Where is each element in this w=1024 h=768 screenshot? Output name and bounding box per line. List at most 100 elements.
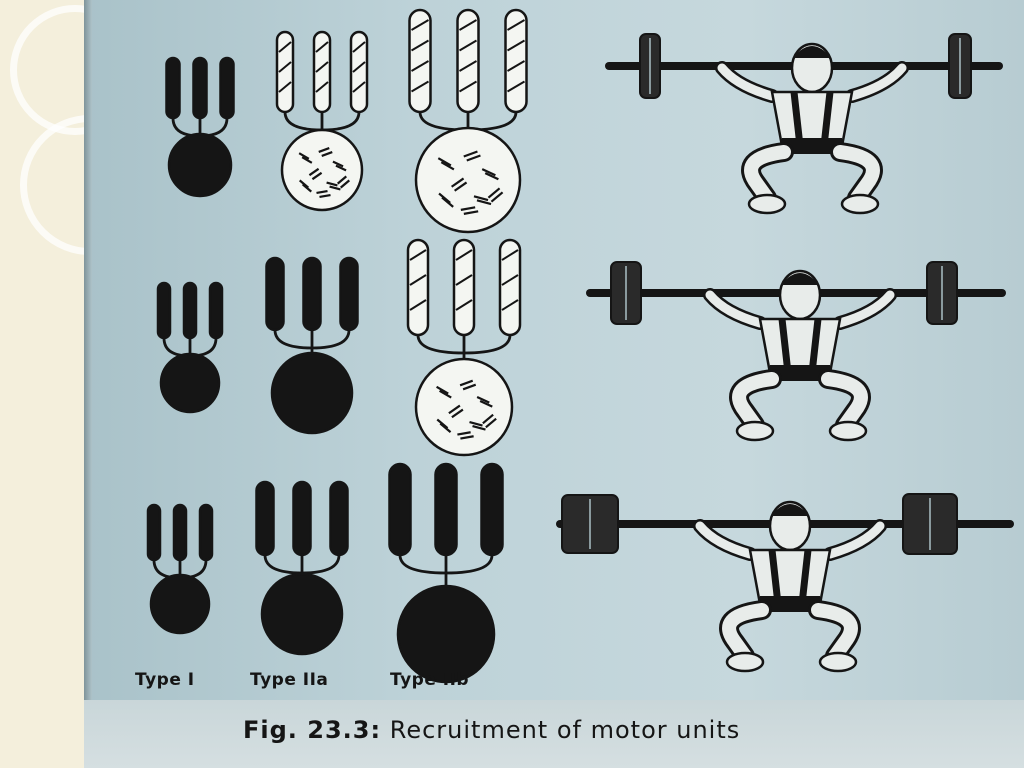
- lifter-belt: [770, 365, 830, 381]
- muscle-fiber: [504, 8, 528, 114]
- motor-neuron-soma: [167, 132, 233, 198]
- muscle-fiber: [172, 503, 188, 562]
- lifter-arms-fill: [705, 290, 895, 328]
- soma-mark: [476, 199, 492, 206]
- fiber-stripe: [410, 39, 430, 52]
- soma-mark: [487, 187, 501, 199]
- soma-mark: [298, 152, 310, 160]
- book-page-edge: [84, 0, 92, 768]
- motor-unit-light-load-type-IIb: [408, 8, 528, 234]
- soma-mark: [439, 389, 452, 399]
- lifter-legs-fill: [722, 603, 858, 663]
- soma-mark: [335, 164, 347, 172]
- axon-branch: [398, 554, 494, 586]
- lifter-arms-fill: [695, 521, 885, 559]
- muscle-fiber: [452, 238, 476, 337]
- soma-mark: [301, 156, 313, 164]
- muscle-fiber: [192, 56, 208, 120]
- figure-photo: [84, 0, 1024, 768]
- soma-mark: [332, 160, 344, 168]
- muscle-fiber: [480, 462, 504, 557]
- weightlifter-3: [556, 493, 1014, 673]
- muscle-fiber: [388, 462, 412, 557]
- soma-mark: [454, 181, 468, 192]
- soma-mark: [482, 413, 494, 425]
- soma-mark: [311, 171, 323, 181]
- lifter-shoe-left: [735, 420, 775, 442]
- fiber-stripe: [455, 249, 473, 261]
- weightlifter-2: [586, 261, 1006, 442]
- soma-mark: [469, 420, 483, 427]
- lifter-singlet: [790, 91, 834, 147]
- lifter-hair: [771, 504, 809, 516]
- motor-neuron-soma: [260, 572, 344, 656]
- motor-neuron-soma: [414, 357, 514, 457]
- soma-mark: [485, 417, 497, 429]
- soma-mark: [337, 175, 347, 185]
- soma-mark: [302, 183, 312, 193]
- lifter-shoe-right: [828, 420, 868, 442]
- fiber-stripe: [458, 80, 478, 93]
- soma-mark: [436, 385, 449, 395]
- lifter-belt: [782, 138, 842, 154]
- figure-caption: Fig. 23.3: Recruitment of motor units: [243, 716, 740, 744]
- lifter-singlet: [778, 318, 822, 374]
- motor-neuron-soma: [149, 573, 211, 635]
- muscle-fiber: [292, 480, 312, 557]
- motor-unit-light-load-type-I: [165, 56, 235, 198]
- axon-branch: [283, 111, 361, 132]
- soma-mark: [490, 191, 504, 203]
- muscle-fiber: [182, 281, 198, 340]
- motor-unit-moderate-load-type-IIb: [406, 238, 522, 457]
- motor-unit-heavy-load-type-I: [146, 503, 214, 635]
- lifter-hair: [781, 273, 819, 285]
- soma-mark: [437, 157, 452, 167]
- muscle-fiber: [156, 281, 172, 340]
- soma-mark: [457, 431, 471, 436]
- soma-mark: [441, 196, 454, 208]
- fiber-stripe: [278, 61, 292, 73]
- fiber-stripe: [410, 60, 430, 72]
- fiber-stripe: [352, 81, 366, 93]
- fiber-stripe: [506, 39, 526, 52]
- caption-band: [84, 700, 1024, 768]
- soma-mark: [321, 151, 333, 157]
- label-type-I: Type I: [135, 670, 195, 690]
- muscle-fiber: [312, 30, 332, 114]
- soma-mark: [308, 167, 320, 177]
- axon-branch: [273, 329, 351, 353]
- soma-mark: [438, 192, 451, 204]
- lifter-shoe-right: [840, 193, 880, 215]
- axon-branch: [416, 334, 512, 359]
- lifter-arms-fill: [717, 63, 907, 101]
- soma-mark: [439, 422, 452, 433]
- fiber-stripe: [501, 274, 519, 286]
- fiber-stripe: [409, 249, 427, 261]
- soma-mark: [476, 395, 490, 404]
- motor-neuron-soma: [270, 351, 354, 435]
- muscle-fiber: [434, 462, 458, 557]
- fiber-stripe: [506, 60, 526, 72]
- fiber-stripe: [315, 61, 329, 73]
- motor-unit-heavy-load-type-IIa: [255, 480, 349, 656]
- soma-mark: [319, 193, 331, 199]
- soma-mark: [463, 210, 479, 215]
- soma-mark: [466, 154, 481, 162]
- soma-mark: [451, 408, 464, 419]
- motor-neuron-soma: [396, 584, 496, 684]
- fiber-stripe: [455, 274, 473, 286]
- fiber-stripe: [410, 19, 430, 31]
- fiber-stripe: [278, 41, 292, 53]
- soma-mark: [329, 185, 341, 191]
- soma-mark: [484, 172, 499, 181]
- muscle-fiber: [456, 8, 480, 114]
- muscle-fiber: [265, 256, 285, 332]
- lifter-torso: [770, 90, 854, 148]
- fiber-stripe: [506, 80, 526, 93]
- soma-mark: [299, 179, 309, 189]
- fiber-stripe: [315, 81, 329, 93]
- soma-mark: [460, 435, 474, 440]
- fiber-stripe: [506, 19, 526, 31]
- soma-mark: [462, 383, 477, 391]
- motor-unit-moderate-load-type-IIa: [265, 256, 359, 435]
